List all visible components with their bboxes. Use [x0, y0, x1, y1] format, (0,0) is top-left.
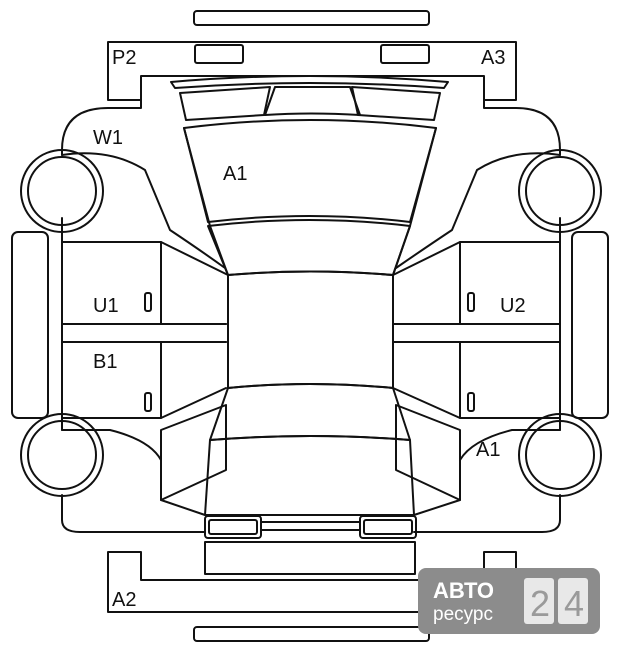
hood-panel — [183, 119, 437, 223]
rear-left-wheel-outer — [20, 413, 104, 497]
tailgate-panel — [204, 435, 415, 516]
label-right-rear-a1: A1 — [476, 439, 500, 461]
left-front-door-handle — [144, 292, 152, 312]
rear-bumper-panel — [107, 551, 517, 613]
front-left-wheel-outer — [20, 149, 104, 233]
label-b1: B1 — [93, 351, 117, 373]
tail-light-right — [359, 515, 417, 539]
rear-fender-right — [413, 429, 561, 516]
tail-light-right-inner — [363, 519, 413, 535]
watermark-digit-box-2 — [558, 578, 588, 624]
rear-window — [209, 383, 411, 441]
front-bumper — [193, 10, 430, 26]
rear-bumper-bar — [193, 626, 430, 642]
front-bumper-panel — [107, 41, 517, 101]
watermark-box — [418, 568, 600, 634]
rear-quarter-right — [395, 404, 461, 501]
left-pillar-strip — [61, 323, 227, 343]
headlight-right — [351, 86, 441, 121]
front-left-wheel-inner — [27, 156, 97, 226]
left-side-skirt — [11, 231, 49, 419]
left-window-frame — [160, 241, 229, 419]
label-a3: A3 — [481, 47, 505, 69]
front-center-panel — [264, 86, 361, 116]
headlight-left — [179, 86, 271, 121]
label-p2: P2 — [112, 47, 136, 69]
watermark-badge: АВТО ресурс 2 4 — [418, 568, 600, 634]
label-a2: A2 — [112, 589, 136, 611]
rear-right-wheel-outer — [518, 413, 602, 497]
label-u2: U2 — [500, 295, 526, 317]
right-rear-door-handle — [467, 392, 475, 412]
rear-license-area — [204, 541, 416, 575]
label-w1: W1 — [93, 127, 123, 149]
label-u1: U1 — [93, 295, 119, 317]
front-foglamp-right — [380, 44, 430, 64]
front-right-wheel-outer — [518, 149, 602, 233]
watermark-digit-box-1 — [524, 578, 554, 624]
watermark-digit-1: 2 — [530, 583, 550, 624]
label-hood-a1: A1 — [223, 163, 247, 185]
tail-light-left-inner — [208, 519, 258, 535]
tail-connector — [260, 521, 361, 531]
front-fender-left — [61, 152, 226, 269]
a-pillar-left — [183, 127, 229, 276]
right-side-skirt — [571, 231, 609, 419]
watermark-line2: ресурс — [433, 604, 493, 625]
rear-quarter-left — [160, 404, 227, 501]
front-foglamp-left — [194, 44, 244, 64]
roof-panel — [227, 270, 394, 389]
windshield — [207, 219, 411, 276]
left-rear-door-handle — [144, 392, 152, 412]
right-pillar-strip — [392, 323, 561, 343]
a-pillar-right — [392, 127, 437, 276]
rear-left-wheel-inner — [27, 420, 97, 490]
right-window-frame — [392, 241, 461, 419]
watermark-line1: АВТО — [433, 578, 494, 603]
front-fender-right — [395, 152, 561, 269]
front-right-wheel-inner — [525, 156, 595, 226]
front-grille — [170, 75, 449, 89]
watermark-digit-2: 4 — [564, 583, 584, 624]
right-front-door-handle — [467, 292, 475, 312]
rear-right-wheel-inner — [525, 420, 595, 490]
rear-fender-left — [61, 429, 206, 516]
tail-light-left — [204, 515, 262, 539]
